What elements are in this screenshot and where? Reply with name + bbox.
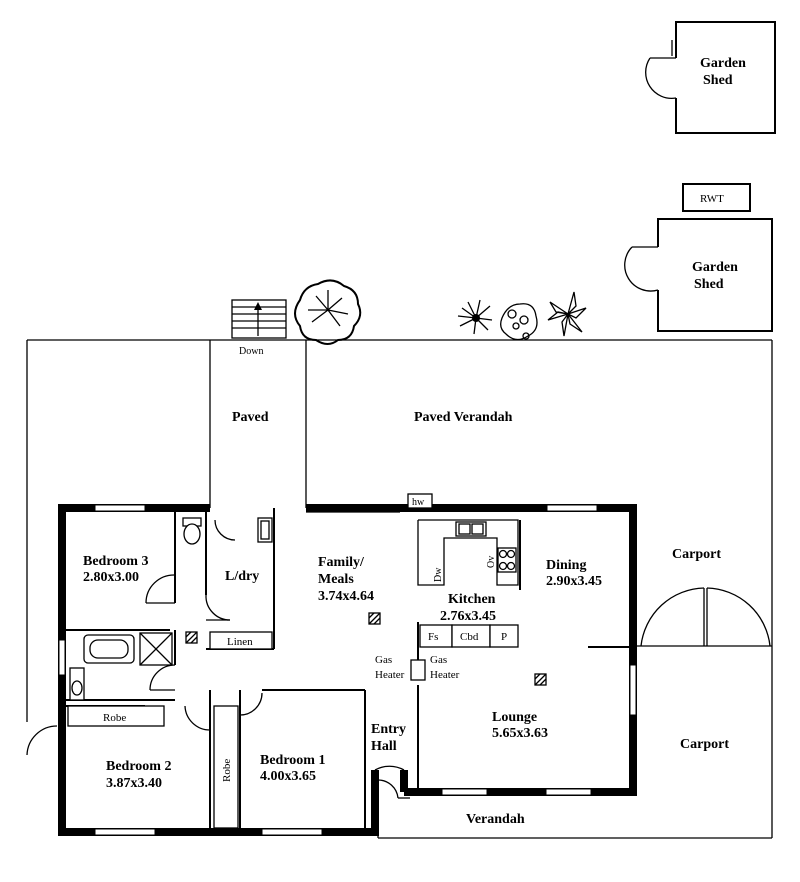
bedroom1-name: Bedroom 1: [260, 753, 325, 768]
bedroom3-name: Bedroom 3: [83, 554, 148, 569]
family-name-line1: Family/: [318, 555, 365, 570]
linen-label: Linen: [227, 636, 253, 648]
windows: [58, 504, 637, 836]
lounge-size: 5.65x3.63: [492, 726, 548, 741]
garden-shed-2-label-line2: Shed: [694, 277, 724, 292]
carport-top-label: Carport: [672, 547, 721, 562]
rainwater-tank: RWT: [682, 183, 751, 212]
rwt-label: RWT: [700, 193, 724, 205]
gas-heater-left-line2: Heater: [375, 669, 405, 681]
robe-bedroom1-label: Robe: [221, 759, 233, 782]
paved-label: Paved: [232, 410, 269, 425]
gas-heater-right-line2: Heater: [430, 669, 460, 681]
dining-name: Dining: [546, 558, 586, 573]
site-boundary: [26, 339, 773, 839]
pantry-label: P: [501, 631, 507, 643]
gas-heater-right-line1: Gas: [430, 654, 447, 666]
bedroom1-size: 4.00x3.65: [260, 769, 316, 784]
kitchen-name: Kitchen: [448, 592, 496, 607]
steps: Down: [231, 299, 287, 357]
flower-bush-icon: [500, 303, 538, 341]
dining-size: 2.90x3.45: [546, 574, 602, 589]
paved-verandah-label: Paved Verandah: [414, 410, 513, 425]
lounge-name: Lounge: [492, 710, 537, 725]
kitchen-size: 2.76x3.45: [440, 609, 496, 624]
cupboard-label: Cbd: [460, 631, 479, 643]
oven-label: Ov: [486, 556, 497, 568]
robe-bedroom2-label: Robe: [103, 712, 126, 724]
family-size: 3.74x4.64: [318, 589, 374, 604]
bedroom3-size: 2.80x3.00: [83, 570, 139, 585]
entry-hall-line1: Entry: [371, 722, 406, 737]
shrub-icon: [457, 299, 493, 335]
gas-heater-left-line1: Gas: [375, 654, 392, 666]
laundry-name: L/dry: [225, 569, 259, 584]
entry-hall-line2: Hall: [371, 739, 397, 754]
bedroom2-name: Bedroom 2: [106, 759, 171, 774]
kitchen-fixtures: Ov Dw hw Fs Cbd P: [407, 493, 519, 681]
family-name-line2: Meals: [318, 572, 354, 587]
floor-vents: [185, 612, 547, 686]
hot-water-label: hw: [412, 497, 425, 508]
bathroom-fixtures: [69, 517, 273, 701]
steps-down-label: Down: [239, 346, 263, 357]
carport-bottom-label: Carport: [680, 737, 729, 752]
carport-gates: [634, 587, 772, 647]
bedroom2-size: 3.87x3.40: [106, 776, 162, 791]
garden-shed-1-label-line1: Garden: [700, 56, 746, 71]
tree-icon: [294, 279, 362, 345]
dishwasher-label: Dw: [433, 567, 444, 582]
palm-plant-icon: [547, 291, 587, 337]
garden-shed-1: Garden Shed: [645, 21, 776, 134]
garden-shed-1-label-line2: Shed: [703, 73, 733, 88]
fridge-space-label: Fs: [428, 631, 438, 643]
garden-shed-2-label-line1: Garden: [692, 260, 738, 275]
garden-shed-2: Garden Shed: [624, 218, 773, 332]
storage: Linen Robe Robe: [67, 631, 273, 829]
verandah-label: Verandah: [466, 812, 525, 827]
